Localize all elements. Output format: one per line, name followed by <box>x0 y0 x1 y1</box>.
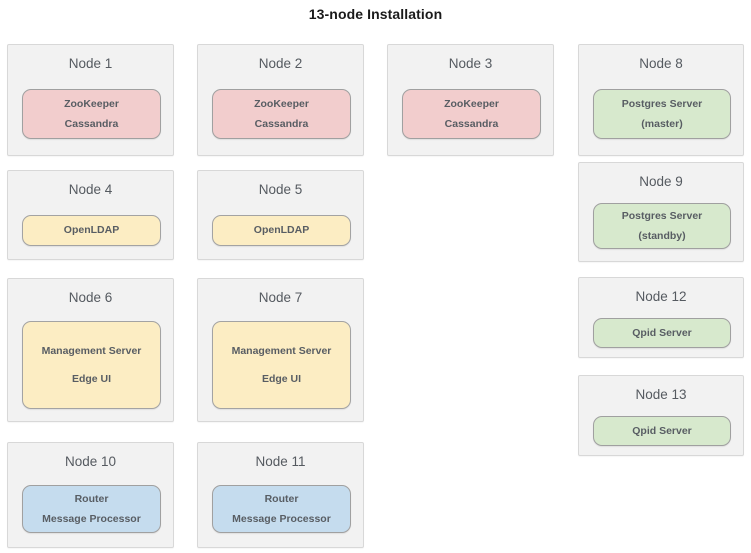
service-label: Edge UI <box>71 372 112 385</box>
node-service-pill[interactable]: OpenLDAP <box>22 215 161 246</box>
service-label: Management Server <box>41 345 142 357</box>
service-label: Message Processor <box>42 512 141 525</box>
service-label: Message Processor <box>232 512 331 525</box>
node-title: Node 10 <box>64 454 117 469</box>
node-title: Node 4 <box>68 182 113 197</box>
node-title: Node 5 <box>258 182 303 197</box>
node-title: Node 6 <box>68 290 113 305</box>
service-label: Cassandra <box>64 117 119 130</box>
node-service-pill[interactable]: Postgres Server (master) <box>593 89 731 139</box>
service-label: (master) <box>641 117 683 130</box>
node-card-node-12[interactable]: Node 12 Qpid Server <box>578 277 744 358</box>
service-label: ZooKeeper <box>64 98 119 110</box>
node-title: Node 13 <box>635 387 687 402</box>
node-title: Node 2 <box>258 56 303 71</box>
node-card-node-8[interactable]: Node 8 Postgres Server (master) <box>578 44 744 156</box>
node-title: Node 12 <box>635 289 687 304</box>
service-label: ZooKeeper <box>254 98 309 110</box>
node-title: Node 7 <box>258 290 303 305</box>
service-label: Qpid Server <box>632 424 692 437</box>
service-label: OpenLDAP <box>253 224 310 237</box>
node-title: Node 9 <box>639 174 683 189</box>
service-label: ZooKeeper <box>444 98 499 110</box>
service-label: (standby) <box>638 229 686 242</box>
node-service-pill[interactable]: Qpid Server <box>593 416 731 446</box>
node-title: Node 8 <box>639 56 683 71</box>
node-card-node-13[interactable]: Node 13 Qpid Server <box>578 375 744 456</box>
node-service-pill[interactable]: Postgres Server (standby) <box>593 203 731 249</box>
node-service-pill[interactable]: Qpid Server <box>593 318 731 348</box>
service-label: Management Server <box>231 345 332 357</box>
node-card-node-4[interactable]: Node 4 OpenLDAP <box>7 170 174 260</box>
service-label: OpenLDAP <box>63 224 120 237</box>
service-label: Edge UI <box>261 372 302 385</box>
service-label: Cassandra <box>254 117 309 130</box>
node-card-node-5[interactable]: Node 5 OpenLDAP <box>197 170 364 260</box>
service-label: Cassandra <box>444 117 499 130</box>
page-title: 13-node Installation <box>308 6 443 22</box>
node-title: Node 11 <box>255 454 306 469</box>
service-label: Router <box>264 493 299 505</box>
node-service-pill[interactable]: OpenLDAP <box>212 215 351 246</box>
service-label: Postgres Server <box>621 210 703 222</box>
node-title: Node 3 <box>448 56 493 71</box>
service-label: Qpid Server <box>632 326 692 339</box>
node-card-node-9[interactable]: Node 9 Postgres Server (standby) <box>578 162 744 262</box>
service-label: Router <box>74 493 109 505</box>
service-label: Postgres Server <box>621 98 703 110</box>
node-title: Node 1 <box>68 56 113 71</box>
